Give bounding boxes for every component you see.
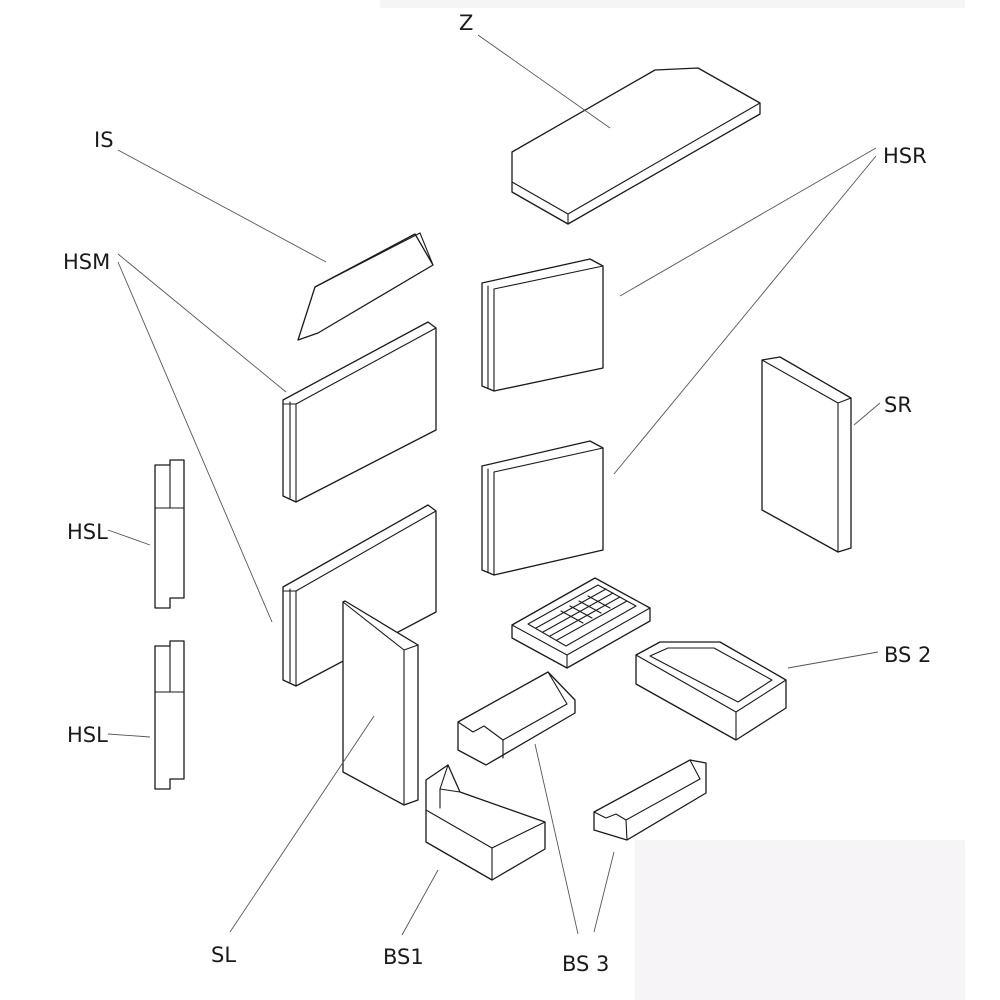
leader-bs1	[401, 869, 439, 936]
label-hsm: HSM	[63, 250, 110, 274]
part-hsm-upper	[282, 321, 437, 503]
part-is	[297, 232, 434, 341]
leader-bs3-lower	[593, 851, 615, 933]
part-hsr-upper	[481, 258, 604, 392]
part-labels: Z IS HSR HSM SR HSL HSL BS 2 SL BS1 BS 3	[63, 11, 931, 976]
label-z: Z	[459, 11, 473, 35]
label-hsl-top: HSL	[67, 520, 108, 544]
leader-hsr-upper	[619, 147, 877, 297]
label-is: IS	[94, 128, 114, 152]
background-tint-bottom	[635, 840, 965, 1000]
part-bs2	[635, 641, 787, 741]
leader-hsm-upper	[117, 253, 287, 393]
label-sl: SL	[211, 943, 236, 967]
label-hsl-bottom: HSL	[67, 723, 108, 747]
part-hsr-lower	[481, 440, 604, 576]
part-sr	[761, 356, 852, 553]
part-bs1	[425, 764, 546, 881]
leader-bs2	[787, 651, 879, 669]
leader-bs3-upper	[534, 743, 579, 935]
label-hsr: HSR	[883, 144, 927, 168]
part-z	[511, 67, 761, 225]
leader-hsr-lower	[613, 155, 877, 475]
leader-hsm-lower	[117, 261, 273, 623]
part-hsm-lower	[282, 504, 437, 687]
leader-z	[477, 34, 611, 129]
leader-hsl-top	[107, 529, 151, 546]
part-bs3-upper	[457, 671, 576, 766]
part-bs3-lower	[593, 759, 707, 841]
leader-lines	[107, 34, 881, 936]
leader-is	[117, 149, 327, 263]
leader-sr	[853, 402, 881, 426]
label-sr: SR	[884, 393, 912, 417]
leader-hsl-bottom	[107, 733, 151, 738]
leader-sl	[229, 715, 375, 933]
label-bs2: BS 2	[884, 643, 931, 667]
label-bs3: BS 3	[562, 952, 609, 976]
background-tint-top	[380, 0, 965, 8]
part-grate	[511, 577, 651, 669]
label-bs1: BS1	[383, 945, 424, 969]
part-sl	[342, 600, 419, 806]
part-hsl-top	[154, 459, 185, 609]
part-hsl-bottom	[154, 640, 185, 790]
